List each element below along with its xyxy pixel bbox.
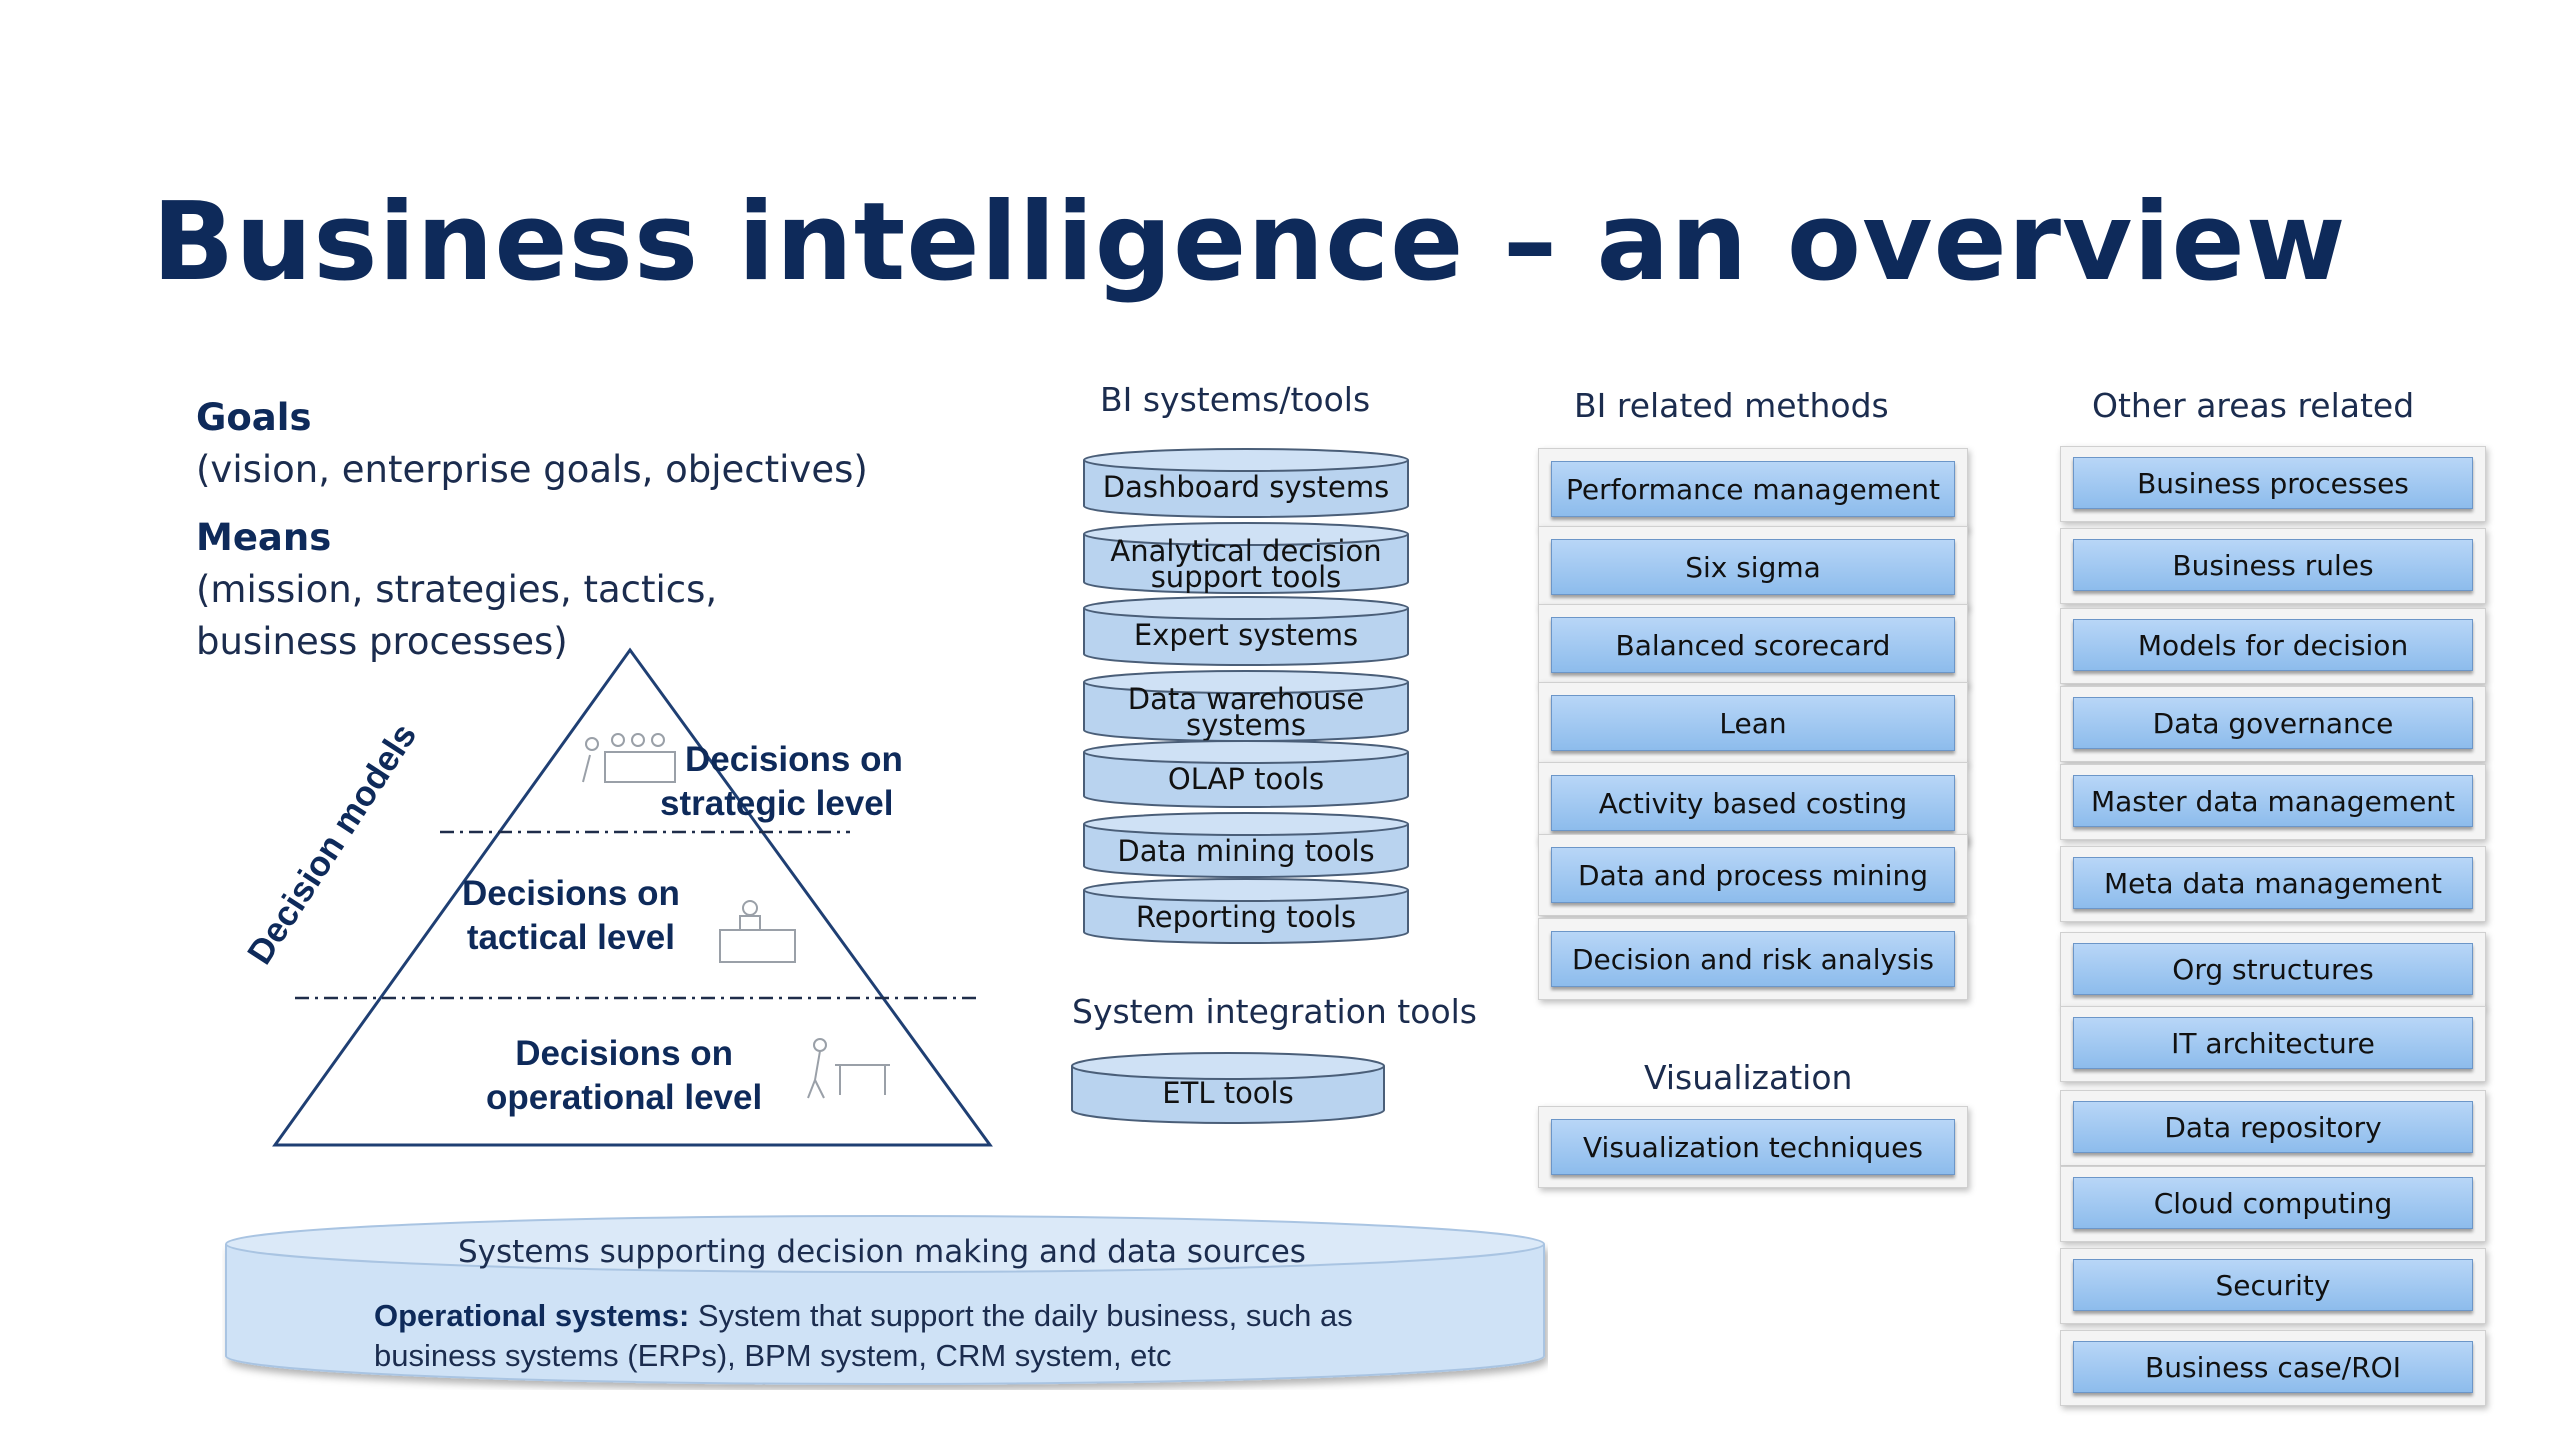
related-area-label: Models for decision [2073,619,2473,671]
related-area-label: Business case/ROI [2073,1341,2473,1393]
bi-tool-cylinder[interactable]: OLAP tools [1080,738,1412,810]
etl-tools-label: ETL tools [1162,1076,1294,1110]
bi-tool-cylinder[interactable]: Dashboard systems [1080,446,1412,520]
operational-systems-desc-2: business systems (ERPs), BPM system, CRM… [374,1338,1172,1373]
meeting-icon [582,733,676,783]
related-area-box[interactable]: Models for decision [2060,608,2486,684]
bi-tool-label-line-2: support tools [1150,560,1342,594]
related-area-label: Org structures [2073,943,2473,995]
related-area-box[interactable]: Master data management [2060,764,2486,840]
bi-systems-heading: BI systems/tools [1100,380,1371,419]
related-area-label: Data governance [2073,697,2473,749]
method-label: Lean [1551,695,1955,751]
related-area-label: Master data management [2073,775,2473,827]
means-line-1: (mission, strategies, tactics, [196,568,718,611]
bi-tool-cylinder[interactable]: Expert systems [1080,594,1412,668]
cylinder-shape [1083,596,1409,666]
cylinder-shape [1083,740,1409,808]
methods-heading: BI related methods [1574,386,1889,425]
factory-worker-icon [807,1038,890,1099]
bi-tool-label: Data mining tools [1117,834,1375,868]
method-box[interactable]: Activity based costing [1538,762,1968,844]
bi-tool-label: Expert systems [1133,618,1359,652]
operational-line-1: Decisions on [515,1034,734,1073]
strategic-line-2: strategic level [660,784,894,823]
visualization-heading: Visualization [1644,1058,1853,1097]
method-box[interactable]: Lean [1538,682,1968,764]
bi-tool-label: Reporting tools [1135,900,1357,934]
operational-level-label: Decisions on operational level [486,1032,762,1120]
bi-tool-cylinder[interactable]: Reporting tools [1080,876,1412,946]
tactical-level-label: Decisions on tactical level [462,872,680,960]
operational-systems-desc-1: System that support the daily business, … [689,1298,1353,1333]
method-box[interactable]: Decision and risk analysis [1538,918,1968,1000]
related-area-label: Business processes [2073,457,2473,509]
cylinder-shape [1083,448,1409,518]
related-area-box[interactable]: Business rules [2060,528,2486,604]
bi-tool-label: Data warehouse [1127,682,1365,716]
other-areas-heading: Other areas related [2092,386,2415,425]
base-cylinder-shape [225,1215,1545,1385]
related-area-label: IT architecture [2073,1017,2473,1069]
related-area-label: Business rules [2073,539,2473,591]
method-box[interactable]: Data and process mining [1538,834,1968,916]
method-box[interactable]: Balanced scorecard [1538,604,1968,686]
related-area-box[interactable]: Data repository [2060,1090,2486,1166]
visualization-techniques-box[interactable]: Visualization techniques [1538,1106,1968,1188]
related-area-box[interactable]: Business case/ROI [2060,1330,2486,1406]
strategic-level-label: Decisions on strategic level [660,738,903,826]
method-label: Balanced scorecard [1551,617,1955,673]
related-area-box[interactable]: Business processes [2060,446,2486,522]
data-sources-cylinder: Systems supporting decision making and d… [222,1210,1548,1390]
etl-tools-cylinder[interactable]: ETL tools [1068,1050,1388,1126]
means-block: Means (mission, strategies, tactics, bus… [196,512,717,668]
visualization-techniques-label: Visualization techniques [1551,1119,1955,1175]
method-box[interactable]: Six sigma [1538,526,1968,608]
tactical-line-2: tactical level [466,918,676,957]
related-area-box[interactable]: Cloud computing [2060,1166,2486,1242]
means-line-2: business processes) [196,620,568,663]
operational-line-2: operational level [486,1078,763,1117]
bi-tool-label: OLAP tools [1167,762,1325,796]
related-area-box[interactable]: Meta data management [2060,846,2486,922]
related-area-box[interactable]: Data governance [2060,686,2486,762]
strategic-line-1: Decisions on [685,740,903,779]
cylinder-shape [1071,1052,1385,1124]
bi-tool-cylinder[interactable]: Data mining tools [1080,810,1412,880]
related-area-box[interactable]: IT architecture [2060,1006,2486,1082]
related-area-box[interactable]: Org structures [2060,932,2486,1008]
bi-tool-label-line-2: systems [1186,708,1306,742]
cylinder-shape [1083,878,1409,944]
related-area-label: Security [2073,1259,2473,1311]
method-label: Performance management [1551,461,1955,517]
related-area-label: Data repository [2073,1101,2473,1153]
related-area-label: Meta data management [2073,857,2473,909]
operational-systems-heading: Operational systems: [374,1298,690,1333]
goals-heading: Goals [196,396,312,439]
decision-pyramid [272,647,993,1147]
cylinder-shape [1083,522,1409,594]
method-label: Decision and risk analysis [1551,931,1955,987]
bi-tool-label: Analytical decision [1110,534,1382,568]
cylinder-shape [1083,812,1409,878]
method-label: Activity based costing [1551,775,1955,831]
data-sources-title: Systems supporting decision making and d… [458,1234,1306,1270]
goals-text: (vision, enterprise goals, objectives) [196,448,868,491]
method-label: Six sigma [1551,539,1955,595]
goals-block: Goals (vision, enterprise goals, objecti… [196,392,868,496]
method-label: Data and process mining [1551,847,1955,903]
bi-tool-label: Dashboard systems [1102,470,1390,504]
integration-heading: System integration tools [1072,992,1477,1031]
tactical-line-1: Decisions on [462,874,680,913]
means-heading: Means [196,516,332,559]
related-area-box[interactable]: Security [2060,1248,2486,1324]
desk-worker-icon [719,900,796,963]
method-box[interactable]: Performance management [1538,448,1968,530]
related-area-label: Cloud computing [2073,1177,2473,1229]
page-title: Business intelligence – an overview [152,180,2347,305]
operational-systems-text: Operational systems: System that support… [374,1296,1353,1376]
